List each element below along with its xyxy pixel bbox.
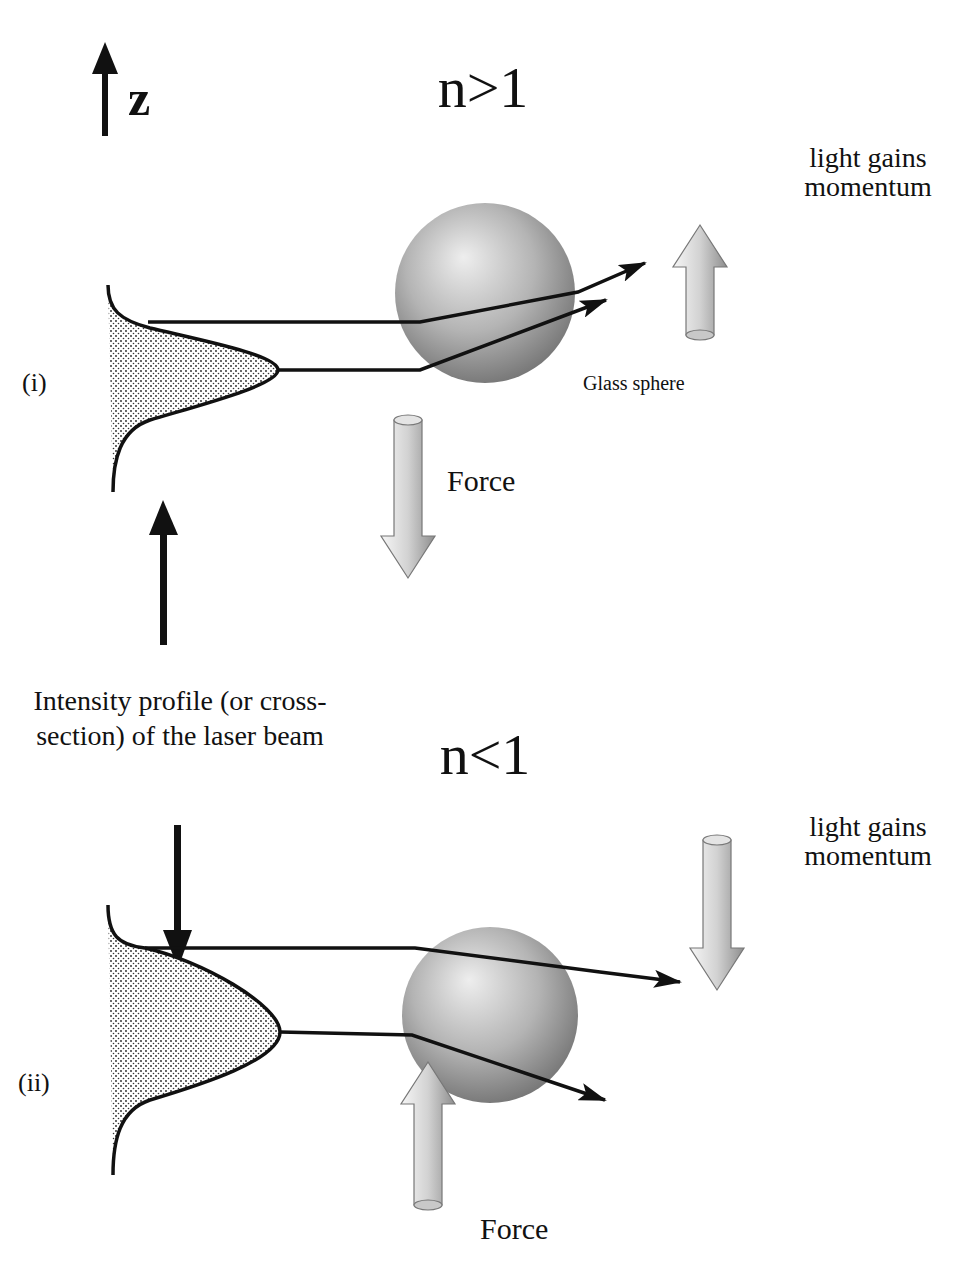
momentum-arrow — [673, 225, 727, 340]
refractive-index-label: n<1 — [375, 722, 595, 789]
momentum-arrow — [690, 835, 744, 990]
light-ray — [148, 263, 645, 370]
intensity-profile — [108, 905, 280, 1175]
light-ray — [145, 948, 680, 1100]
axis-label: z — [128, 70, 150, 128]
panel-number: (ii) — [18, 1068, 50, 1098]
annotation: Intensity profile (or cross-section) of … — [25, 683, 335, 753]
force-arrow — [381, 415, 435, 578]
callout-text: light gains momentum — [776, 143, 961, 202]
refractive-index-label: n>1 — [373, 55, 593, 122]
part-label: Glass sphere — [583, 372, 685, 395]
intensity-profile — [108, 285, 278, 492]
force-label: Force — [447, 464, 515, 499]
callout-text: light gains momentum — [776, 812, 961, 871]
panel-number: (i) — [22, 368, 47, 398]
force-arrow — [401, 1062, 455, 1210]
glass-sphere — [395, 203, 575, 383]
z-axis-arrow — [92, 42, 118, 136]
force-label: Force — [480, 1212, 548, 1247]
